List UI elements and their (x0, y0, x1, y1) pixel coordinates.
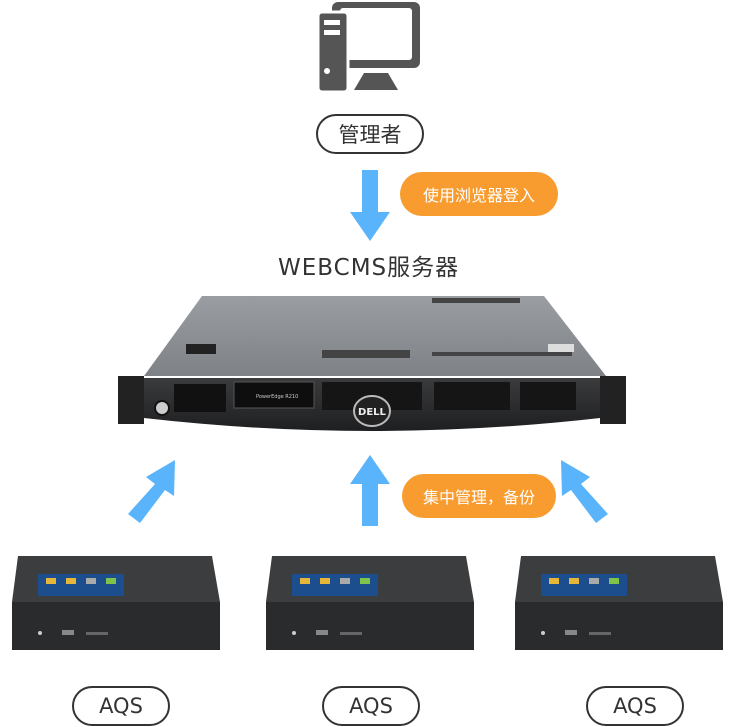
admin-label: 管理者 (316, 114, 424, 154)
server-model: PowerEdge R210 (256, 394, 298, 400)
up-arrow-center (350, 455, 390, 526)
dell-logo: DELL (358, 407, 387, 418)
aqs-label: AQS (322, 686, 420, 726)
aqs-label: AQS (586, 686, 684, 726)
rack-server-image: PowerEdge R210 DELL (118, 296, 626, 431)
down-arrow (350, 170, 390, 241)
lock-icon (154, 400, 170, 416)
up-arrow-right (561, 460, 608, 523)
desktop-computer-icon (318, 2, 420, 94)
aqs-device-image (12, 556, 220, 650)
server-title: WEBCMS服务器 (278, 255, 460, 281)
login-badge: 使用浏览器登入 (400, 172, 558, 216)
manage-badge: 集中管理，备份 (402, 474, 556, 518)
aqs-label: AQS (72, 686, 170, 726)
aqs-device-image (515, 556, 723, 650)
up-arrow-left (128, 460, 175, 523)
aqs-device-image (266, 556, 474, 650)
